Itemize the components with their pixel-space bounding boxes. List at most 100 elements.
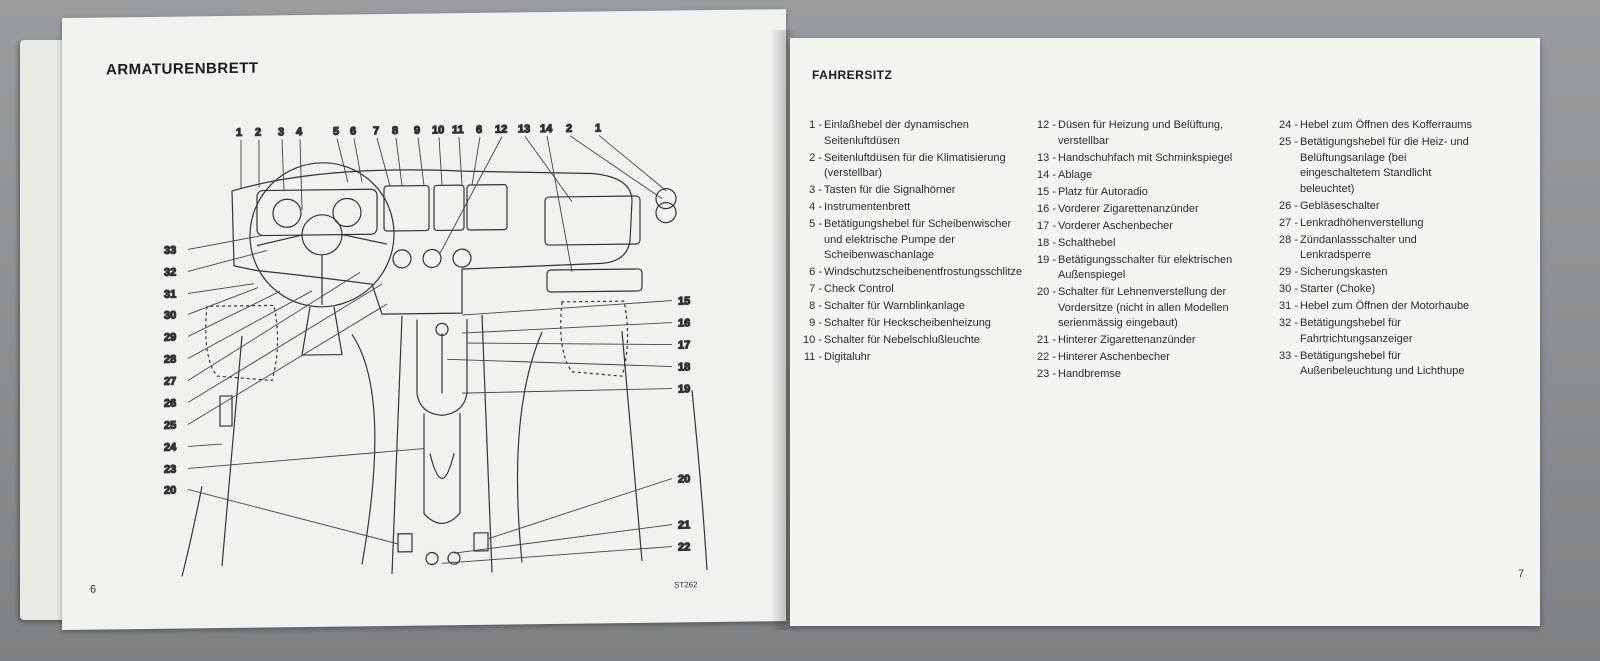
legend-item-number: 12 - bbox=[1037, 119, 1056, 131]
legend-item-number: 18 - bbox=[1037, 236, 1056, 249]
legend-item: 10 -Schalter für Nebelschlußleuchte bbox=[798, 333, 1028, 349]
legend-item: 15 -Platz für Autoradio bbox=[1036, 185, 1268, 201]
legend-item-text: Hinterer Aschenbecher bbox=[1058, 351, 1170, 363]
legend-item: 17 -Vorderer Aschenbecher bbox=[1036, 219, 1268, 235]
legend-item-text: Zündanlassschalter und Lenkradsperre bbox=[1300, 233, 1417, 262]
callout-left-28: 28 bbox=[164, 354, 176, 366]
legend-item: 19 -Betätigungsschalter für elektrischen… bbox=[1036, 253, 1268, 284]
legend-item-number: 14 - bbox=[1037, 168, 1056, 181]
left-page: ARMATURENBRETT bbox=[62, 9, 786, 630]
callout-left-31: 31 bbox=[164, 289, 176, 301]
callout-top-5: 5 bbox=[333, 126, 339, 138]
callout-top-4: 4 bbox=[296, 126, 303, 138]
legend-item-text: Hebel zum Öffnen des Kofferraums bbox=[1300, 119, 1473, 131]
left-callouts: 33 32 31 30 29 28 27 26 25 24 23 20 bbox=[163, 244, 177, 497]
legend-item-text: Sicherungskasten bbox=[1300, 266, 1388, 278]
callout-top-8: 8 bbox=[392, 125, 398, 137]
legend-item-text: Schalthebel bbox=[1058, 236, 1116, 249]
legend-item-number: 5 - bbox=[809, 218, 822, 230]
legend-item-text: Gebläseschalter bbox=[1300, 199, 1380, 212]
legend-item: 24 -Hebel zum Öffnen des Kofferraums bbox=[1278, 118, 1488, 134]
legend-item-text: Einlaßhebel der dynamischen Seitenluftdü… bbox=[824, 119, 969, 147]
callout-top-14: 14 bbox=[540, 123, 553, 135]
legend-item: 13 -Handschuhfach mit Schminkspiegel bbox=[1036, 151, 1268, 167]
callout-left-32: 32 bbox=[164, 267, 176, 279]
legend-item: 4 -Instrumentenbrett bbox=[798, 200, 1028, 216]
legend-item-number: 20 - bbox=[1037, 286, 1056, 298]
legend-item: 33 -Betätigungshebel für Außenbeleuchtun… bbox=[1278, 349, 1488, 380]
legend-item: 21 -Hinterer Zigarettenanzünder bbox=[1036, 333, 1268, 349]
legend-item: 6 -Windschutzscheibenentfrostungsschlitz… bbox=[798, 265, 1028, 281]
callout-right-16: 16 bbox=[678, 317, 690, 329]
legend-item: 28 -Zündanlassschalter und Lenkradsperre bbox=[1278, 233, 1488, 264]
callout-right-20: 20 bbox=[678, 473, 690, 485]
legend-item-text: Betätigungshebel für Außenbeleuchtung un… bbox=[1300, 349, 1465, 378]
legend-item-number: 25 - bbox=[1279, 136, 1298, 148]
legend-item-text: Handschuhfach mit Schminkspiegel bbox=[1058, 151, 1233, 164]
legend-item-text: Vorderer Aschenbecher bbox=[1058, 219, 1173, 232]
top-callouts: 1 2 3 4 5 6 7 8 9 10 11 6 12 13 14 2 1 bbox=[235, 122, 601, 140]
legend-item: 25 -Betätigungshebel für die Heiz- und B… bbox=[1278, 135, 1488, 197]
figure-code: ST262 bbox=[674, 580, 698, 590]
legend-item: 16 -Vorderer Zigarettenanzünder bbox=[1036, 202, 1268, 218]
callout-top-1: 1 bbox=[236, 127, 242, 139]
legend-item: 22 -Hinterer Aschenbecher bbox=[1036, 350, 1268, 366]
legend-item-number: 21 - bbox=[1037, 334, 1056, 346]
legend-column-2: 12 -Düsen für Heizung und Belüftung, ver… bbox=[1036, 118, 1268, 384]
legend-item-number: 23 - bbox=[1037, 368, 1056, 380]
legend-item: 7 -Check Control bbox=[798, 282, 1028, 298]
callout-top-1b: 1 bbox=[595, 122, 601, 134]
legend-item-number: 29 - bbox=[1279, 266, 1298, 278]
legend-item-text: Tasten für die Signalhörner bbox=[824, 184, 956, 196]
legend-item: 20 -Schalter für Lehnenverstellung der V… bbox=[1036, 285, 1268, 332]
legend-item: 23 -Handbremse bbox=[1036, 367, 1268, 383]
page-heading-armaturenbrett: ARMATURENBRETT bbox=[106, 59, 259, 79]
page-heading-fahrersitz: FAHRERSITZ bbox=[812, 68, 893, 82]
right-page: FAHRERSITZ 1 -Einlaßhebel der dynamische… bbox=[790, 38, 1540, 626]
legend-item-number: 7 - bbox=[809, 283, 822, 295]
legend-item-number: 24 - bbox=[1279, 119, 1298, 131]
page-number-right: 7 bbox=[1518, 568, 1525, 580]
callout-top-10: 10 bbox=[432, 124, 444, 136]
legend-item: 32 -Betätigungshebel für Fahrtrichtungsa… bbox=[1278, 316, 1488, 347]
callout-top-9: 9 bbox=[414, 125, 420, 137]
legend-item-number: 3 - bbox=[809, 184, 822, 196]
callout-left-26: 26 bbox=[164, 398, 176, 410]
legend-item-text: Windschutzscheibenentfrostungsschlitze bbox=[824, 266, 1023, 278]
callout-right-21: 21 bbox=[678, 519, 690, 531]
legend-item-number: 15 - bbox=[1037, 185, 1056, 198]
legend-item: 2 -Seitenluftdüsen für die Klimatisierun… bbox=[798, 151, 1028, 182]
legend-item-number: 33 - bbox=[1279, 349, 1298, 362]
callout-right-22: 22 bbox=[678, 541, 690, 553]
callout-top-3: 3 bbox=[278, 126, 284, 138]
legend-item: 29 -Sicherungskasten bbox=[1278, 265, 1488, 281]
legend-item-text: Platz für Autoradio bbox=[1058, 185, 1148, 198]
legend-item-text: Check Control bbox=[824, 283, 894, 295]
legend-item-text: Schalter für Nebelschlußleuchte bbox=[824, 334, 980, 346]
legend-item-number: 11 - bbox=[803, 351, 822, 363]
legend-item-number: 8 - bbox=[809, 300, 822, 312]
callout-top-11: 11 bbox=[452, 124, 464, 136]
callout-left-24: 24 bbox=[164, 442, 177, 454]
legend-item-text: Vorderer Zigarettenanzünder bbox=[1058, 202, 1199, 215]
legend-item-number: 4 - bbox=[809, 201, 822, 213]
callout-left-29: 29 bbox=[164, 332, 176, 344]
legend-item: 3 -Tasten für die Signalhörner bbox=[798, 183, 1028, 199]
legend-item-text: Starter (Choke) bbox=[1300, 283, 1376, 295]
legend-item-number: 13 - bbox=[1037, 151, 1056, 164]
legend-item: 9 -Schalter für Heckscheibenheizung bbox=[798, 316, 1028, 332]
legend-item-number: 1 - bbox=[809, 119, 822, 131]
legend-item-number: 32 - bbox=[1279, 317, 1298, 329]
legend-item: 8 -Schalter für Warnblinkanlage bbox=[798, 299, 1028, 315]
legend-item-number: 16 - bbox=[1037, 202, 1056, 215]
legend-item-number: 17 - bbox=[1037, 219, 1056, 232]
legend-item: 12 -Düsen für Heizung und Belüftung, ver… bbox=[1036, 118, 1268, 149]
callout-right-19: 19 bbox=[678, 383, 690, 395]
page-number-left: 6 bbox=[90, 583, 97, 596]
legend-item-number: 27 - bbox=[1279, 216, 1298, 229]
legend-item-number: 28 - bbox=[1279, 233, 1298, 246]
callout-left-33: 33 bbox=[164, 245, 176, 257]
legend-item: 30 -Starter (Choke) bbox=[1278, 282, 1488, 298]
legend-item: 18 -Schalthebel bbox=[1036, 236, 1268, 252]
